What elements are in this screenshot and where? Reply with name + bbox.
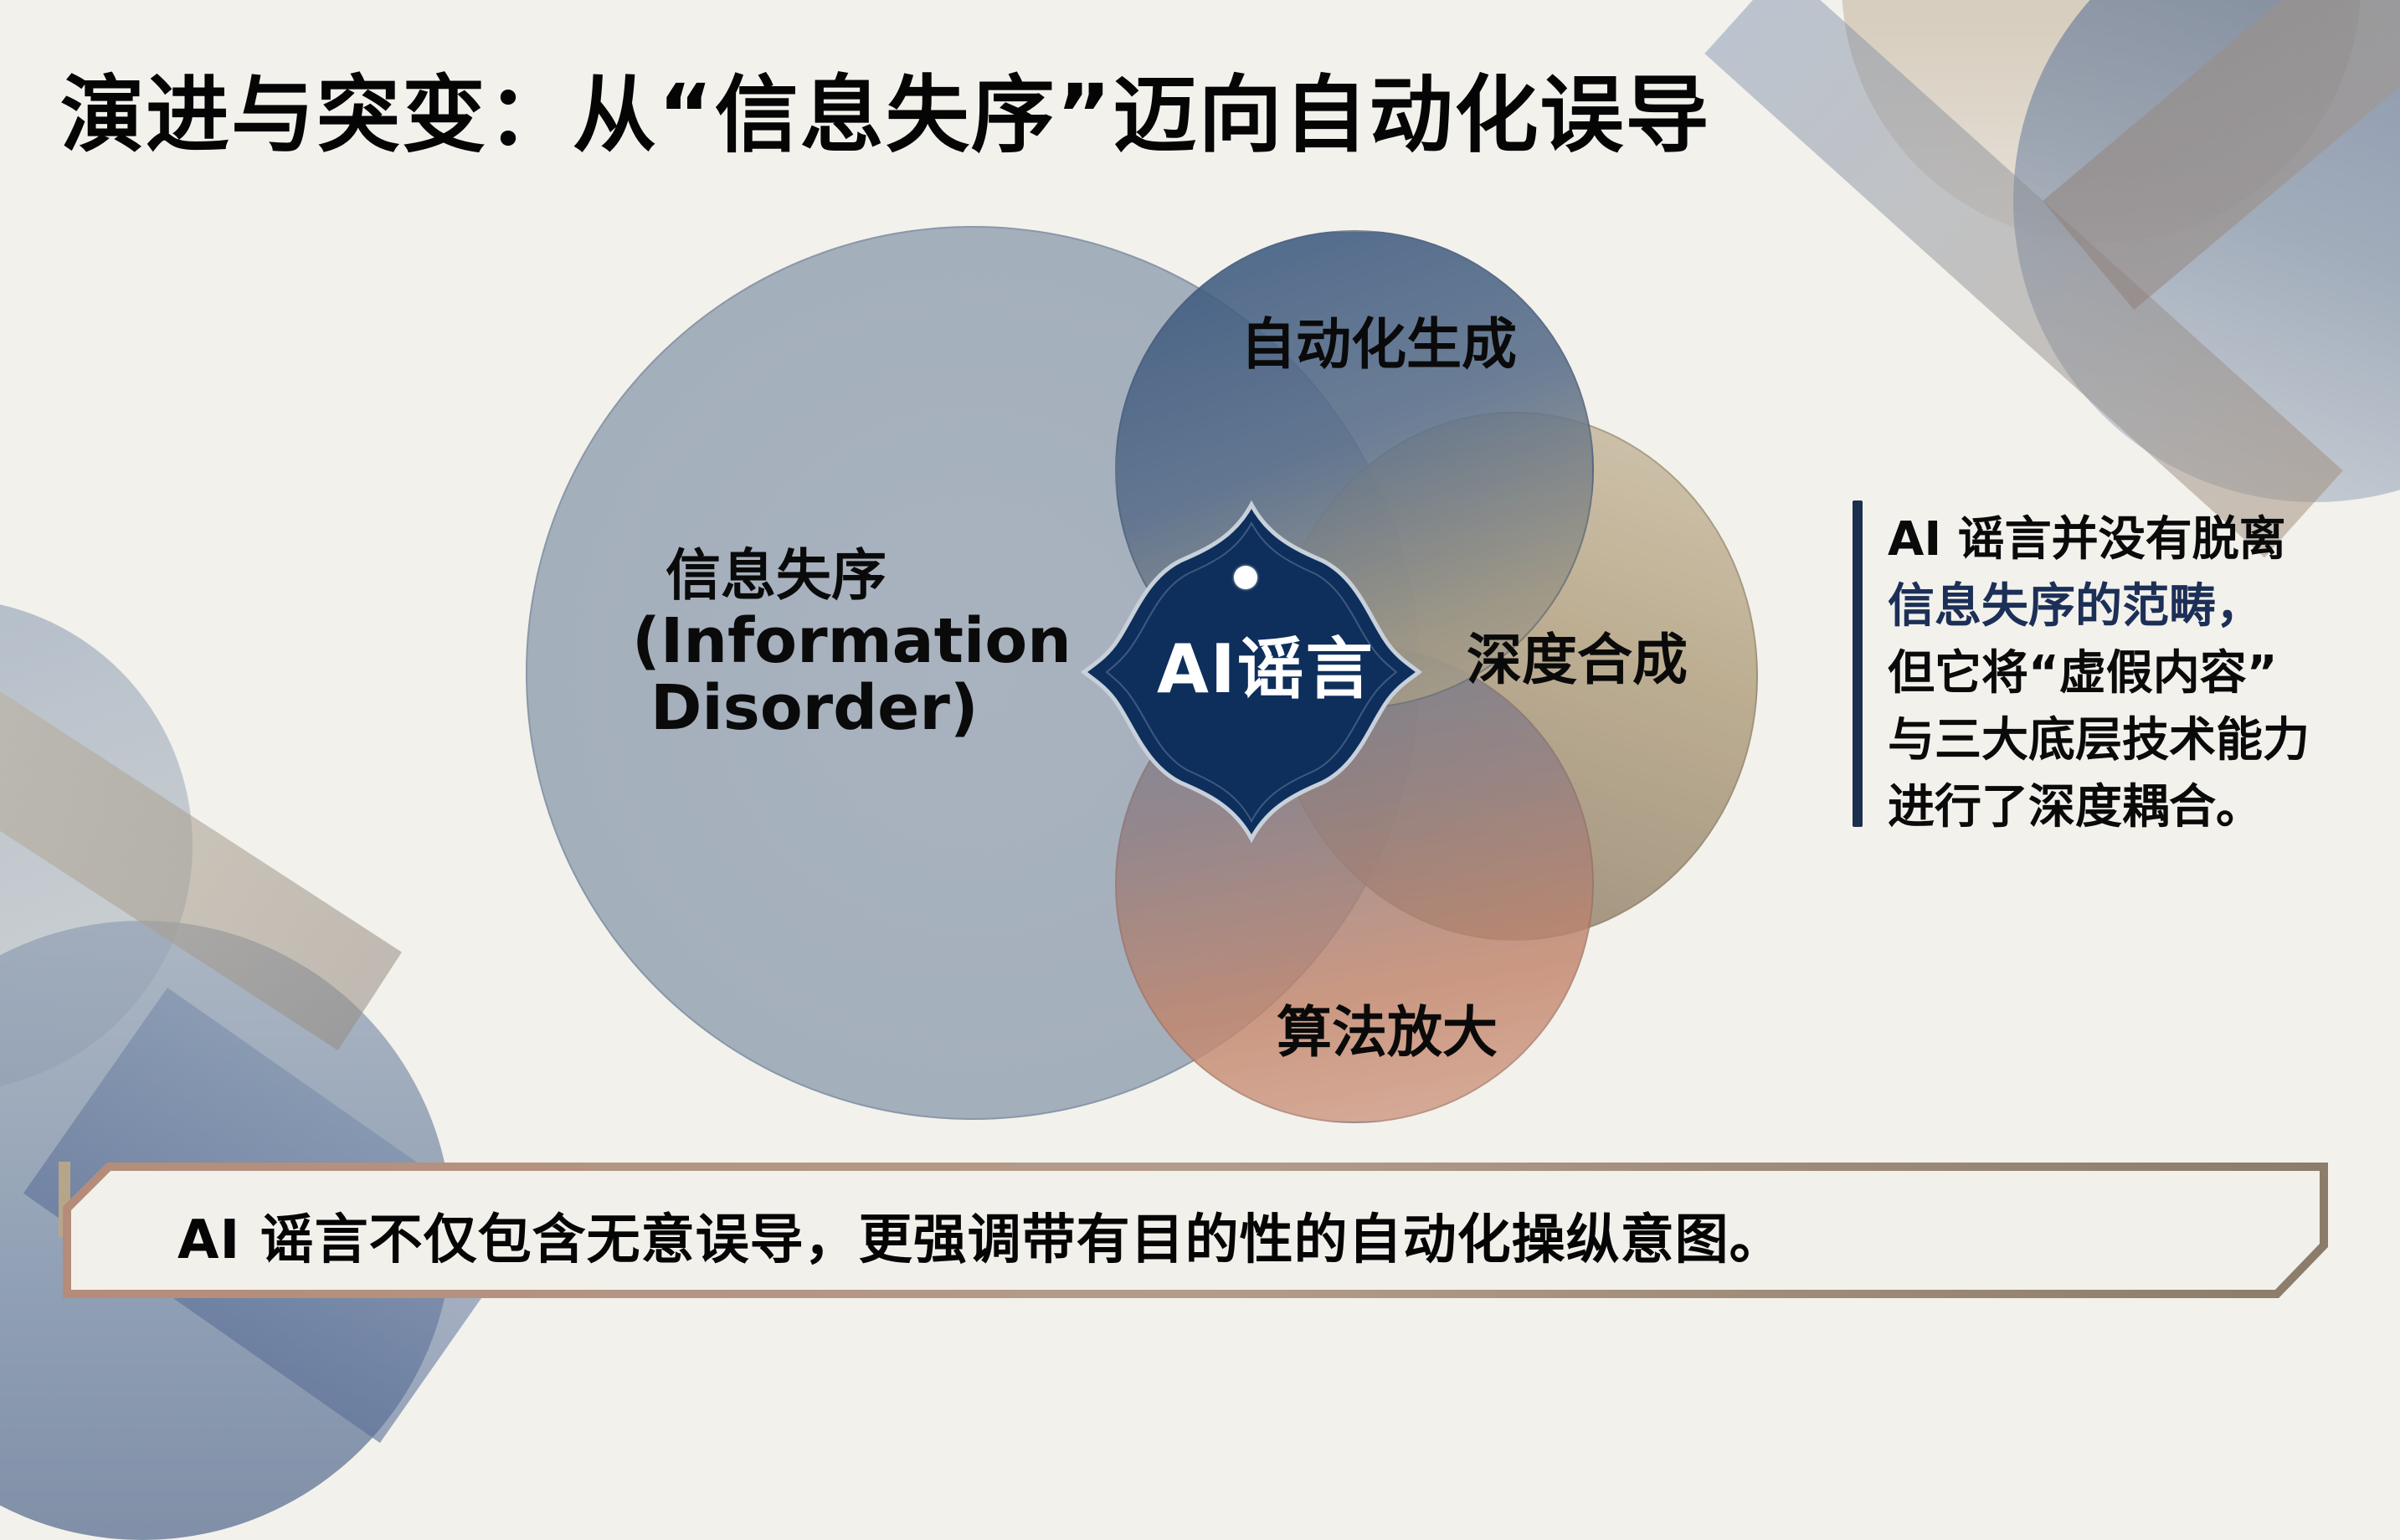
slide-title: 演进与突变：从“信息失序”迈向自动化误导 <box>60 66 1711 164</box>
bottom-banner-frame <box>59 1162 2328 1298</box>
label-information-disorder: 信息失序 (Information Disorder) <box>632 544 1072 742</box>
side-note-line-4: 与三大底层技术能力 <box>1888 713 2310 767</box>
bottom-banner-text: AI 谣言不仅包含无意误导，更强调带有目的性的自动化操纵意图。 <box>177 1209 1784 1271</box>
label-information-disorder-cn: 信息失序 <box>666 543 887 608</box>
side-note-line-3: 但它将“虚假内容” <box>1888 646 2278 701</box>
dot-icon <box>1234 566 1257 589</box>
side-note-line-5: 进行了深度耦合。 <box>1888 780 2263 834</box>
label-information-disorder-en-1: (Information <box>632 605 1072 677</box>
center-label: AI谣言 <box>1157 630 1375 708</box>
label-automated-generation: 自动化生成 <box>1241 312 1517 377</box>
side-note-line-1: AI 谣言并没有脱离 <box>1888 512 2286 567</box>
side-note-accent-bar <box>1853 501 1863 827</box>
side-note-line-2-highlight: 信息失序的范畴， <box>1888 579 2263 634</box>
label-information-disorder-en-2: Disorder) <box>650 672 979 744</box>
label-deep-synthesis: 深度合成 <box>1467 628 1688 692</box>
label-algorithmic-amplification: 算法放大 <box>1277 1000 1498 1065</box>
side-note: AI 谣言并没有脱离 信息失序的范畴， 但它将“虚假内容” 与三大底层技术能力 … <box>1888 506 2310 841</box>
center-badge <box>1080 500 1423 844</box>
